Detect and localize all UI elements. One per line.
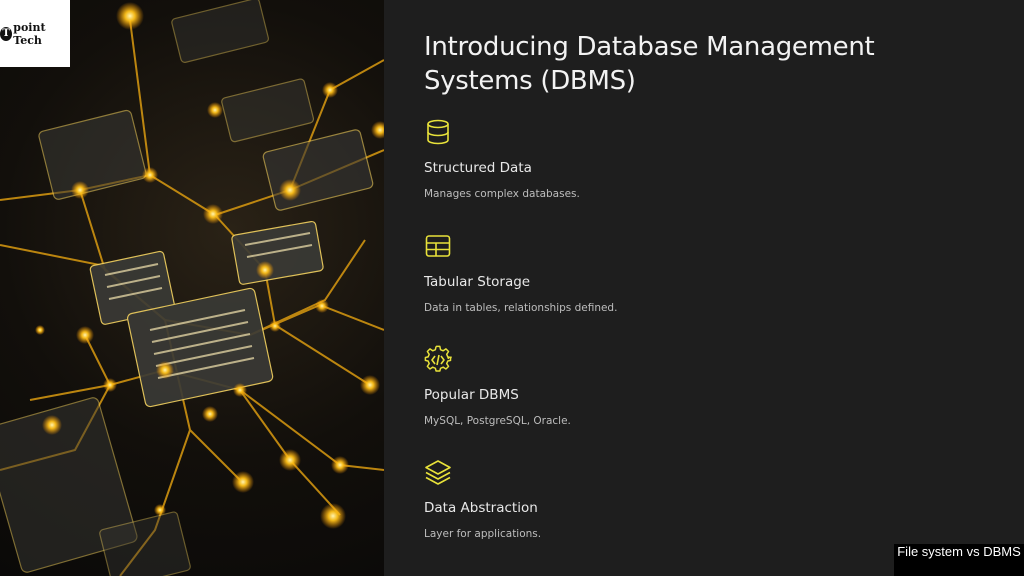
feature-description: Manages complex databases.	[424, 188, 580, 200]
feature-description: MySQL, PostgreSQL, Oracle.	[424, 415, 571, 427]
feature-data-abstraction: Data Abstraction Layer for applications.	[424, 458, 944, 540]
feature-description: Data in tables, relationships defined.	[424, 302, 618, 314]
network-illustration: T point Tech	[0, 0, 384, 576]
logo-text: point Tech	[13, 20, 46, 47]
feature-popular-dbms: Popular DBMS MySQL, PostgreSQL, Oracle.	[424, 345, 944, 427]
table-icon	[425, 235, 451, 257]
logo-mark-icon: T	[0, 26, 13, 41]
slide-title: Introducing Database Management Systems …	[424, 32, 875, 96]
footer-label: File system vs DBMS	[894, 544, 1024, 576]
feature-description: Layer for applications.	[424, 528, 542, 540]
code-gear-icon	[424, 345, 452, 372]
brand-logo: T point Tech	[0, 0, 70, 67]
feature-heading: Tabular Storage	[424, 274, 531, 290]
feature-heading: Structured Data	[424, 160, 532, 176]
feature-heading: Data Abstraction	[424, 500, 538, 516]
network-graphic	[0, 0, 384, 576]
layers-icon	[425, 460, 451, 485]
feature-tabular-storage: Tabular Storage Data in tables, relation…	[424, 232, 944, 314]
feature-structured-data: Structured Data Manages complex database…	[424, 118, 944, 200]
feature-heading: Popular DBMS	[424, 387, 519, 403]
database-icon	[427, 119, 449, 145]
